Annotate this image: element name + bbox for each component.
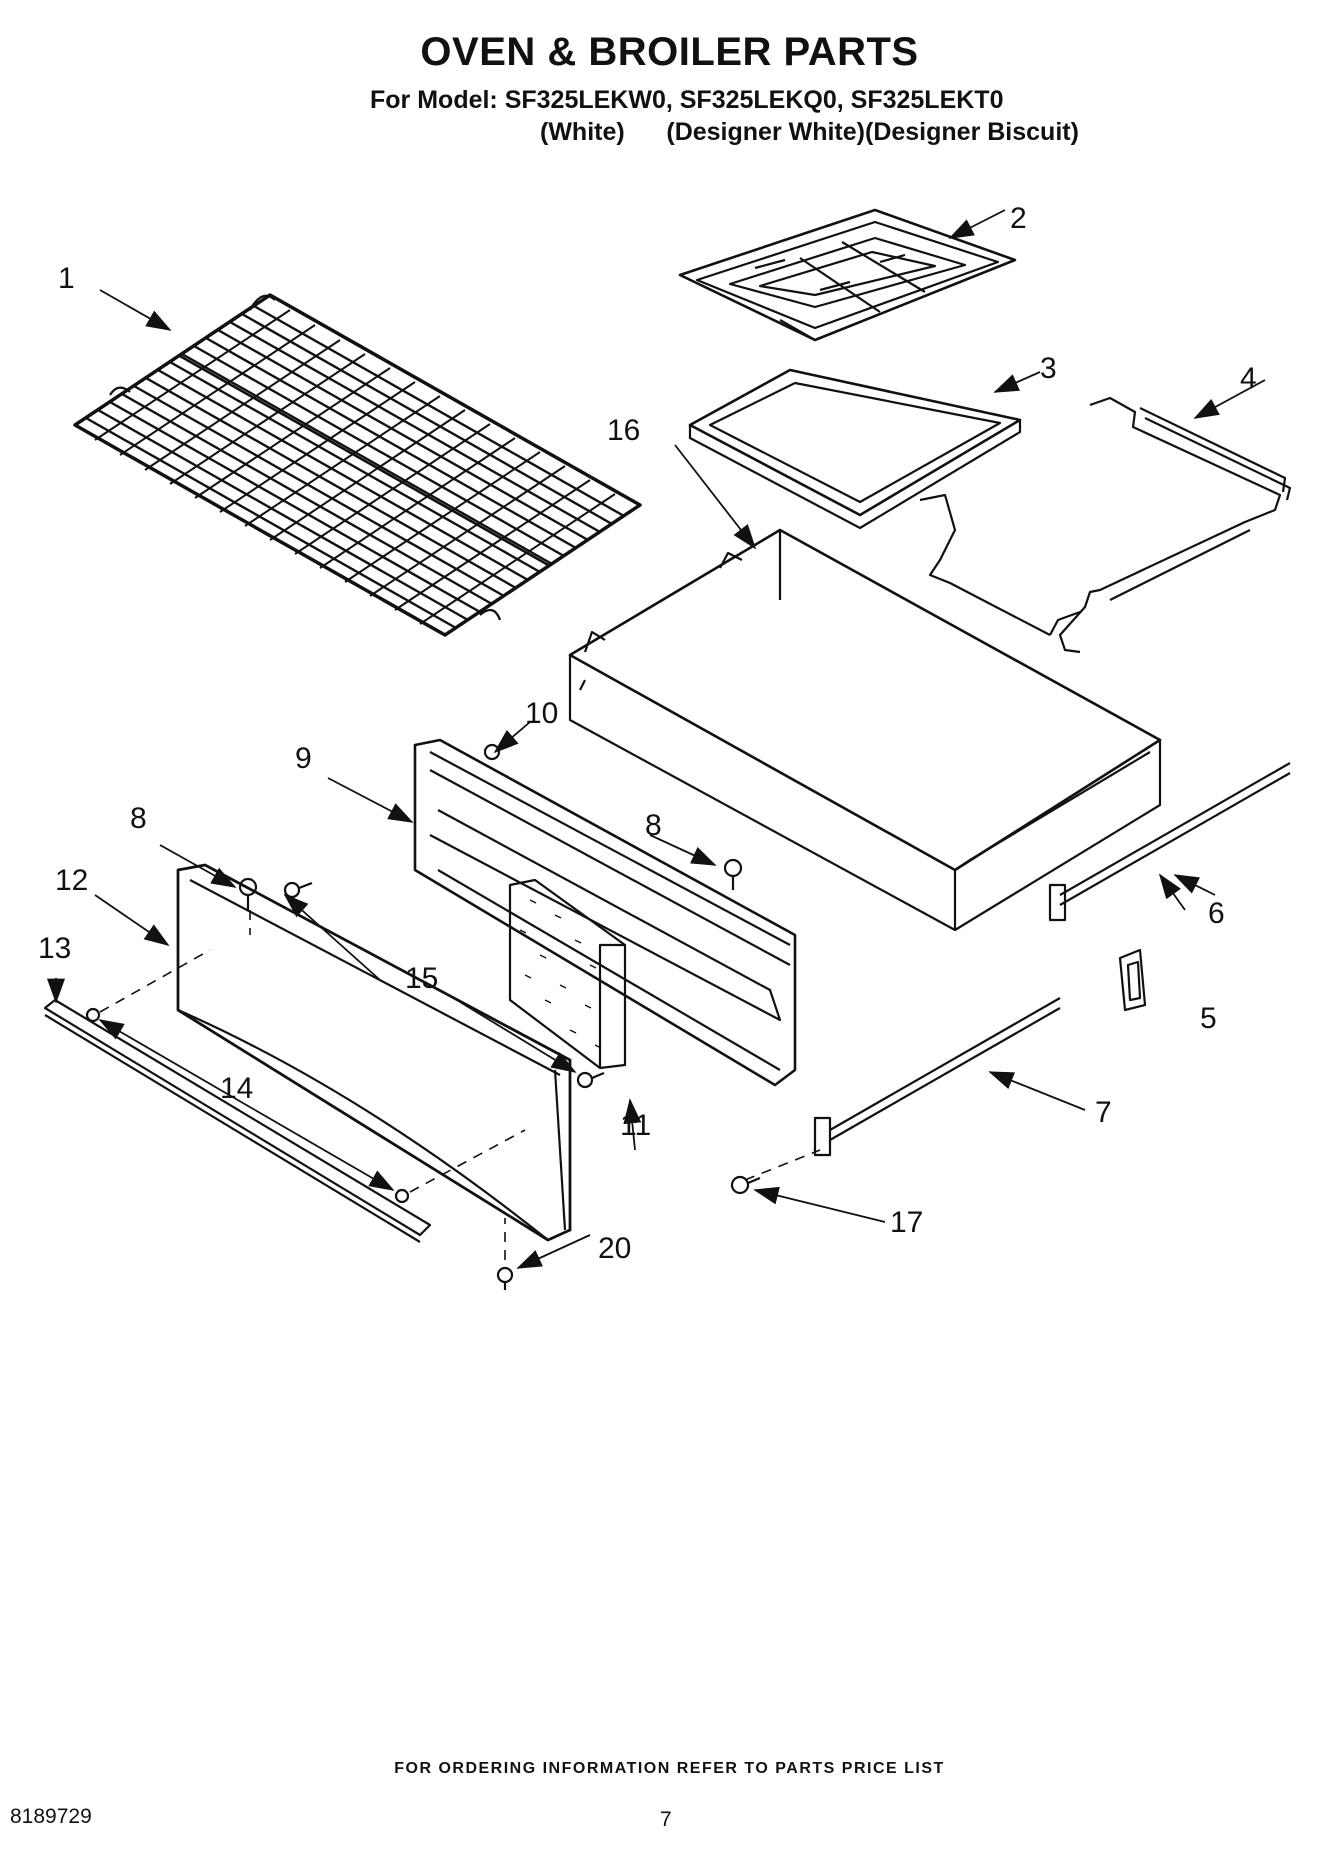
callout-11: 11 (620, 1109, 651, 1142)
drawer-slide-upper (1048, 762, 1291, 922)
broiler-pan (688, 368, 1022, 530)
callout-17: 17 (890, 1206, 923, 1239)
callout-12: 12 (55, 864, 88, 897)
model-colors: (White) (Designer White)(Designer Biscui… (540, 118, 1079, 146)
oven-rack (73, 293, 642, 637)
callout-13: 13 (38, 932, 71, 965)
page-number: 7 (660, 1808, 672, 1831)
screw-10 (483, 743, 513, 761)
screw-8-left (238, 877, 258, 910)
callout-7: 7 (1095, 1096, 1112, 1129)
drawer-inner-panel (413, 738, 797, 1087)
callout-10: 10 (525, 697, 558, 730)
ordering-note: FOR ORDERING INFORMATION REFER TO PARTS … (394, 1760, 945, 1777)
screw-8-right (723, 858, 743, 890)
callout-8-left: 8 (130, 802, 147, 835)
callout-16: 16 (607, 414, 640, 447)
callout-2: 2 (1010, 202, 1027, 235)
drawer-front-panel (176, 863, 572, 1242)
broiler-pan-support (919, 396, 1292, 654)
screw-20 (496, 1266, 514, 1290)
callout-9: 9 (295, 742, 312, 775)
insulation-pad (508, 878, 627, 1070)
callout-8-right: 8 (645, 809, 662, 842)
nut-14-left (85, 1007, 101, 1023)
broiler-pan-top (678, 208, 1017, 342)
document-number: 8189729 (10, 1805, 92, 1828)
callout-5: 5 (1200, 1002, 1217, 1035)
callout-6: 6 (1208, 897, 1225, 930)
page-title: OVEN & BROILER PARTS (420, 30, 919, 74)
screw-15-left (283, 881, 313, 899)
model-numbers: For Model: SF325LEKW0, SF325LEKQ0, SF325… (370, 86, 1004, 114)
nut-14-right (394, 1188, 410, 1204)
callout-20: 20 (598, 1232, 631, 1265)
screw-17 (730, 1175, 761, 1195)
callout-3: 3 (1040, 352, 1057, 385)
callout-4: 4 (1240, 362, 1257, 395)
screw-15-right (576, 1071, 605, 1089)
callout-1: 1 (58, 262, 75, 295)
drawer-slide-lower (813, 997, 1061, 1157)
trim-strip (43, 998, 432, 1243)
bracket (1118, 948, 1147, 1012)
callout-15: 15 (405, 962, 438, 995)
callout-14: 14 (220, 1072, 253, 1105)
broiler-drawer-body (568, 528, 1162, 932)
